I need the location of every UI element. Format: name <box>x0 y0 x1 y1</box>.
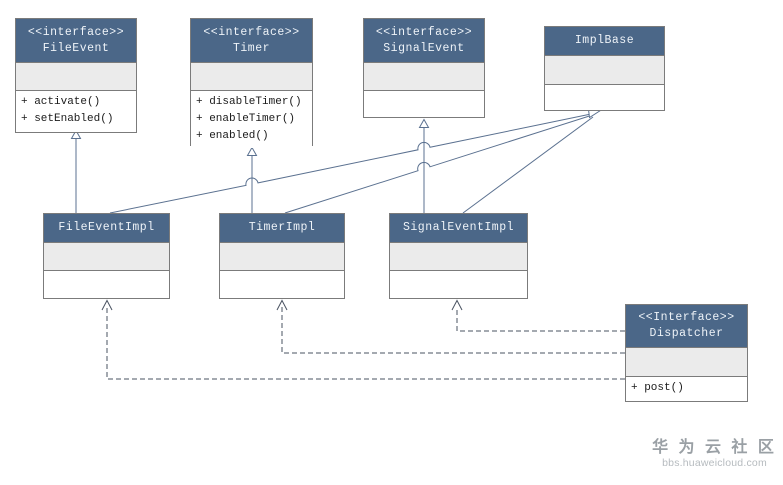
dependency-dispatcher-signaleventimpl <box>451 299 625 332</box>
class-box-fileevent: <<interface>> FileEvent + activate() + se… <box>15 18 137 133</box>
realization-fileeventimpl-fileevent <box>70 129 82 213</box>
class-header-signalevent: <<interface>> SignalEvent <box>364 19 484 63</box>
class-name: Dispatcher <box>649 327 724 340</box>
generalization-signaleventimpl-implbase <box>462 116 594 214</box>
methods-compartment: + disableTimer() + enableTimer() + enabled… <box>191 91 312 148</box>
realization-timerimpl-timer <box>246 146 258 213</box>
methods-compartment: + activate() + setEnabled() <box>16 91 136 132</box>
class-name: ImplBase <box>574 34 635 47</box>
class-name: FileEvent <box>42 41 110 55</box>
class-box-fileeventimpl: FileEventImpl <box>43 213 170 299</box>
class-name: FileEventImpl <box>58 221 155 234</box>
class-name: TimerImpl <box>248 221 316 234</box>
generalization-fileeventimpl-implbase <box>109 113 592 214</box>
class-header-timer: <<interface>> Timer <box>191 19 312 63</box>
attributes-compartment <box>545 56 664 85</box>
class-header-implbase: ImplBase <box>545 27 664 56</box>
class-name: SignalEventImpl <box>402 221 515 234</box>
class-box-dispatcher: <<Interface>> Dispatcher + post() <box>625 304 748 402</box>
class-name: Timer <box>232 41 270 55</box>
attributes-compartment <box>626 348 747 377</box>
method-label: + activate() <box>21 96 101 108</box>
watermark-title: 华 为 云 社 区 <box>652 439 777 456</box>
stereotype-label: <<interface>> <box>203 25 300 39</box>
generalization-timerimpl-implbase <box>284 115 592 214</box>
class-header-timerimpl: TimerImpl <box>220 214 344 243</box>
class-box-signaleventimpl: SignalEventImpl <box>389 213 528 299</box>
method-label: + post() <box>631 382 684 394</box>
method-label: + enableTimer() <box>196 113 296 125</box>
watermark-url: bbs.huaweicloud.com <box>662 457 767 469</box>
methods-compartment <box>220 271 344 298</box>
attributes-compartment <box>220 243 344 271</box>
class-box-implbase: ImplBase <box>544 26 665 111</box>
stereotype-label: <<interface>> <box>27 25 125 39</box>
class-name: SignalEvent <box>383 41 465 55</box>
watermark: 华 为 云 社 区 bbs.huaweicloud.com <box>652 438 777 470</box>
class-box-timerimpl: TimerImpl <box>219 213 345 299</box>
methods-compartment <box>545 85 664 110</box>
methods-compartment <box>364 91 484 117</box>
class-box-signalevent: <<interface>> SignalEvent <box>363 18 485 118</box>
method-label: + enabled() <box>196 130 269 142</box>
dependency-dispatcher-timerimpl <box>276 299 625 354</box>
attributes-compartment <box>390 243 527 271</box>
method-label: + setEnabled() <box>21 113 114 125</box>
attributes-compartment <box>191 63 312 91</box>
stereotype-label: <<interface>> <box>375 25 473 39</box>
attributes-compartment <box>364 63 484 91</box>
class-header-fileeventimpl: FileEventImpl <box>44 214 169 243</box>
method-label: + disableTimer() <box>196 96 302 108</box>
class-header-dispatcher: <<Interface>> Dispatcher <box>626 305 747 348</box>
methods-compartment: + post() <box>626 377 747 401</box>
attributes-compartment <box>44 243 169 271</box>
methods-compartment <box>390 271 527 298</box>
class-header-signaleventimpl: SignalEventImpl <box>390 214 527 243</box>
attributes-compartment <box>16 63 136 91</box>
stereotype-label: <<Interface>> <box>638 311 735 324</box>
methods-compartment <box>44 271 169 298</box>
realization-signaleventimpl-signalevent <box>418 118 430 213</box>
class-header-fileevent: <<interface>> FileEvent <box>16 19 136 63</box>
dependency-dispatcher-fileeventimpl <box>101 299 625 380</box>
class-box-timer: <<interface>> Timer + disableTimer() + en… <box>190 18 313 148</box>
